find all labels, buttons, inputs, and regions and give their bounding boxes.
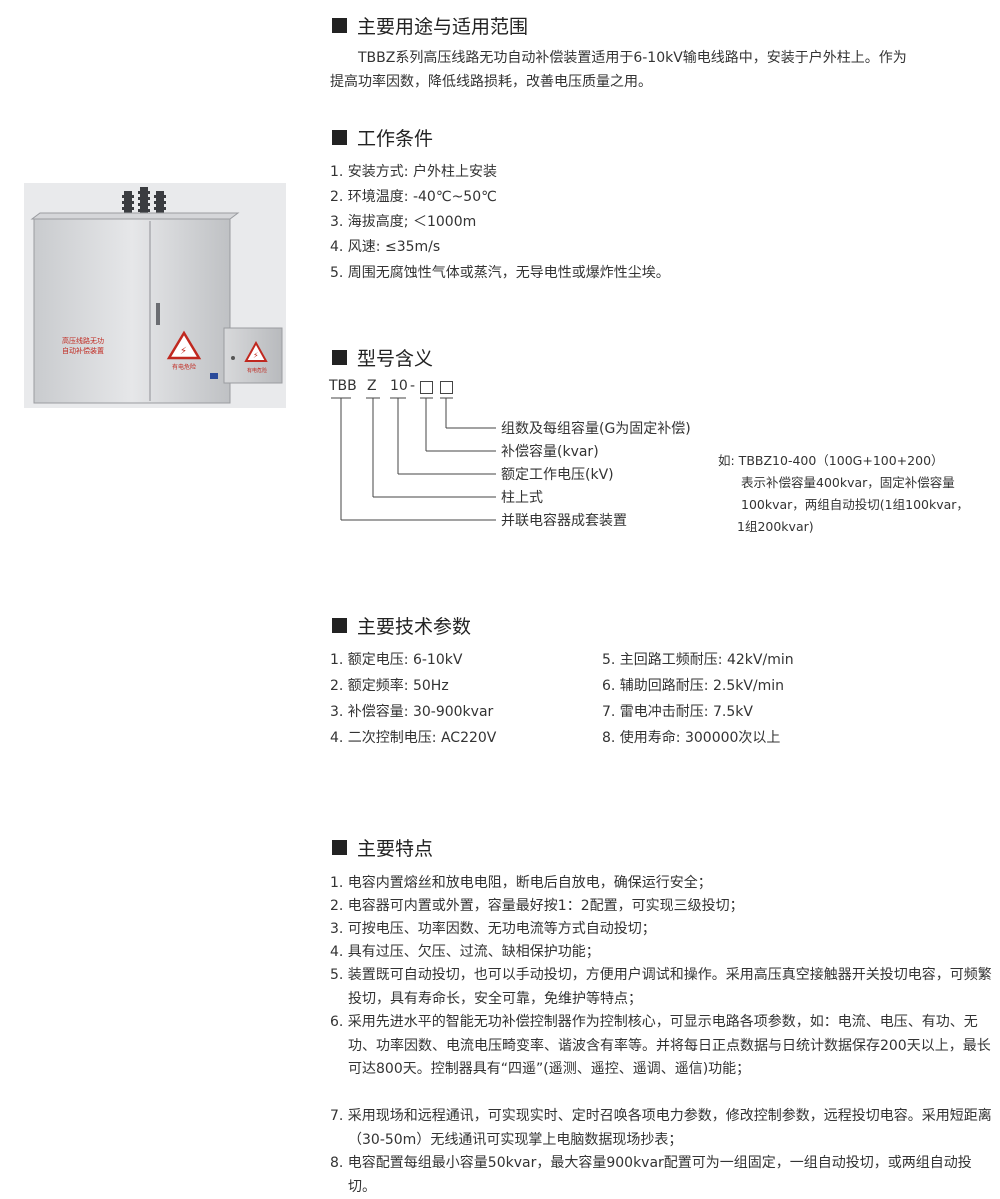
feature-item: 6. 采用先进水平的智能无功补偿控制器作为控制核心，可显示电路各项参数，如：电流… <box>330 1014 991 1077</box>
param-item: 1. 额定电压: 6-10kV <box>330 652 463 668</box>
param-item: 4. 二次控制电压: AC220V <box>330 730 497 746</box>
feature-item: 4. 具有过压、欠压、过流、缺相保护功能； <box>330 944 600 960</box>
warning-small-label: 有电危险 <box>247 367 267 374</box>
param-item: 3. 补偿容量: 30-900kvar <box>330 704 494 720</box>
feature-item: 1. 电容内置熔丝和放电电阻，断电后自放电，确保运行安全； <box>330 875 712 891</box>
param-item: 7. 雷电冲击耐压: 7.5kV <box>602 704 753 720</box>
heading-usage-text: 主要用途与适用范围 <box>357 16 529 38</box>
model-example-line: 100kvar，两组自动投切(1组100kvar， <box>741 497 969 512</box>
model-placeholder-box-2 <box>440 381 453 394</box>
feature-item: 7. 采用现场和远程通讯，可实现实时、定时召唤各项电力参数，修改控制参数，远程投… <box>330 1108 992 1148</box>
model-label: 补偿容量(kvar) <box>501 444 599 460</box>
heading-usage: 主要用途与适用范围 <box>332 12 528 39</box>
square-bullet-icon <box>332 840 347 855</box>
heading-model-text: 型号含义 <box>357 348 434 370</box>
feature-item: 3. 可按电压、功率因数、无功电流等方式自动投切； <box>330 921 656 937</box>
usage-line-1: TBBZ系列高压线路无功自动补偿装置适用于6-10kV输电线路中，安装于户外柱上… <box>358 50 907 66</box>
heading-params: 主要技术参数 <box>332 612 471 639</box>
square-bullet-icon <box>332 350 347 365</box>
model-label: 并联电容器成套装置 <box>501 513 627 529</box>
model-code-p2: Z <box>367 378 377 394</box>
square-bullet-icon <box>332 618 347 633</box>
model-code-p1: TBB <box>329 378 357 394</box>
product-image: 高压线路无功 自动补偿装置 ⚡ 有电危险 ⚡ 有电危险 <box>24 183 286 408</box>
param-item: 6. 辅助回路耐压: 2.5kV/min <box>602 678 785 694</box>
warning-label: 有电危险 <box>172 363 196 371</box>
square-bullet-icon <box>332 130 347 145</box>
feature-item: 2. 电容器可内置或外置，容量最好按1：2配置，可实现三级投切； <box>330 898 744 914</box>
model-label: 组数及每组容量(G为固定补偿) <box>501 421 691 437</box>
condition-item: 3. 海拔高度; ＜1000m <box>330 214 477 230</box>
heading-conditions-text: 工作条件 <box>357 128 434 150</box>
heading-features: 主要特点 <box>332 834 433 861</box>
model-label: 额定工作电压(kV) <box>501 467 614 483</box>
feature-item: 8. 电容配置每组最小容量50kvar，最大容量900kvar配置可为一组固定，… <box>330 1155 972 1195</box>
cabinet-label-2: 自动补偿装置 <box>62 346 104 355</box>
param-item: 2. 额定频率: 50Hz <box>330 678 449 694</box>
square-bullet-icon <box>332 18 347 33</box>
heading-features-text: 主要特点 <box>357 838 434 860</box>
model-placeholder-box-1 <box>420 381 433 394</box>
usage-paragraph: TBBZ系列高压线路无功自动补偿装置适用于6-10kV输电线路中，安装于户外柱上… <box>330 46 996 94</box>
model-example-line: 1组200kvar) <box>737 519 814 534</box>
model-example-line: 表示补偿容量400kvar，固定补偿容量 <box>741 475 955 490</box>
condition-item: 1. 安装方式: 户外柱上安装 <box>330 164 497 180</box>
condition-item: 2. 环境温度: -40℃~50℃ <box>330 189 497 205</box>
heading-params-text: 主要技术参数 <box>357 616 472 638</box>
param-item: 8. 使用寿命: 300000次以上 <box>602 730 781 746</box>
model-code-dash: - <box>410 378 416 394</box>
model-label: 柱上式 <box>501 490 543 506</box>
heading-model: 型号含义 <box>332 344 433 371</box>
usage-line-2: 提高功率因数，降低线路损耗，改善电压质量之用。 <box>330 74 652 90</box>
svg-text:⚡: ⚡ <box>180 346 187 357</box>
model-connector-lines <box>331 397 496 521</box>
cabinet-label-1: 高压线路无功 <box>62 336 104 345</box>
condition-item: 5. 周围无腐蚀性气体或蒸汽，无导电性或爆炸性尘埃。 <box>330 265 670 281</box>
cabinet-drawing: 高压线路无功 自动补偿装置 ⚡ 有电危险 ⚡ 有电危险 <box>30 187 283 404</box>
heading-conditions: 工作条件 <box>332 124 433 151</box>
param-item: 5. 主回路工频耐压: 42kV/min <box>602 652 794 668</box>
model-example-line: 如: TBBZ10-400（100G+100+200） <box>718 453 944 468</box>
svg-text:⚡: ⚡ <box>253 351 259 360</box>
feature-item: 5. 装置既可自动投切，也可以手动投切，方便用户调试和操作。采用高压真空接触器开… <box>330 967 992 1007</box>
condition-item: 4. 风速: ≤35m/s <box>330 239 441 255</box>
model-code-p3: 10 <box>390 378 408 394</box>
